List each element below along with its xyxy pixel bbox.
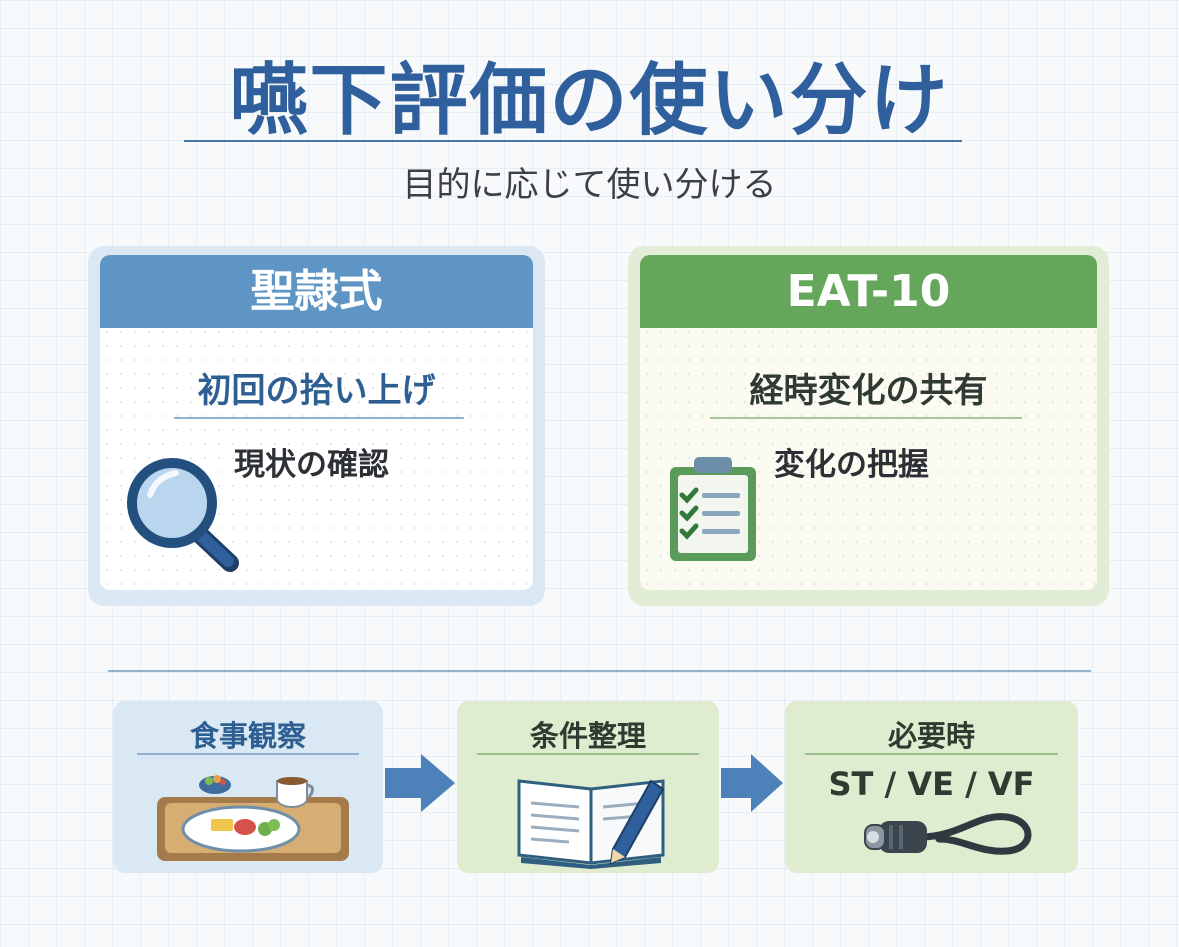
card-seirei-body: 聖隷式 初回の拾い上げ 現状の確認 <box>100 255 533 590</box>
card-seirei-heading: 聖隷式 <box>100 255 533 328</box>
title-underline <box>184 140 962 142</box>
card-seirei-note: 現状の確認 <box>234 447 389 483</box>
card-eat10-body: EAT-10 経時変化の共有 変化の把握 <box>640 255 1097 590</box>
meal-tray-icon <box>157 775 349 861</box>
card-seirei-divider <box>174 417 464 419</box>
card-eat10-divider <box>710 417 1022 419</box>
card-seirei: 聖隷式 初回の拾い上げ 現状の確認 <box>88 246 545 606</box>
step-when-needed-label: 必要時 <box>887 719 975 753</box>
step-condition-setting: 条件整理 <box>457 701 719 873</box>
section-divider <box>108 670 1091 672</box>
clipboard-checklist-icon <box>670 457 756 561</box>
card-eat10-heading: EAT-10 <box>640 255 1097 328</box>
notebook-pen-icon <box>517 779 665 869</box>
step-condition-setting-label: 条件整理 <box>529 719 646 753</box>
card-seirei-purpose: 初回の拾い上げ <box>197 371 436 411</box>
step-meal-observation-divider <box>137 753 359 755</box>
step-when-needed-detail: ST / VE / VF <box>828 765 1035 803</box>
step-meal-observation: 食事観察 <box>113 701 383 873</box>
page-title: 嚥下評価の使い分け <box>229 56 950 146</box>
arrow-right-icon <box>721 754 783 812</box>
step-meal-observation-label: 食事観察 <box>189 719 306 753</box>
magnifying-glass-icon <box>127 458 239 572</box>
card-eat10-purpose: 経時変化の共有 <box>749 371 988 411</box>
page-subtitle: 目的に応じて使い分ける <box>402 165 777 205</box>
step-when-needed: 必要時 ST / VE / VF <box>785 701 1078 873</box>
step-condition-setting-divider <box>477 753 699 755</box>
arrow-right-icon <box>385 754 455 812</box>
step-when-needed-divider <box>805 753 1058 755</box>
card-eat10-note: 変化の把握 <box>774 447 929 483</box>
endoscope-icon <box>864 813 1032 855</box>
card-eat10: EAT-10 経時変化の共有 変化の把握 <box>628 246 1109 606</box>
